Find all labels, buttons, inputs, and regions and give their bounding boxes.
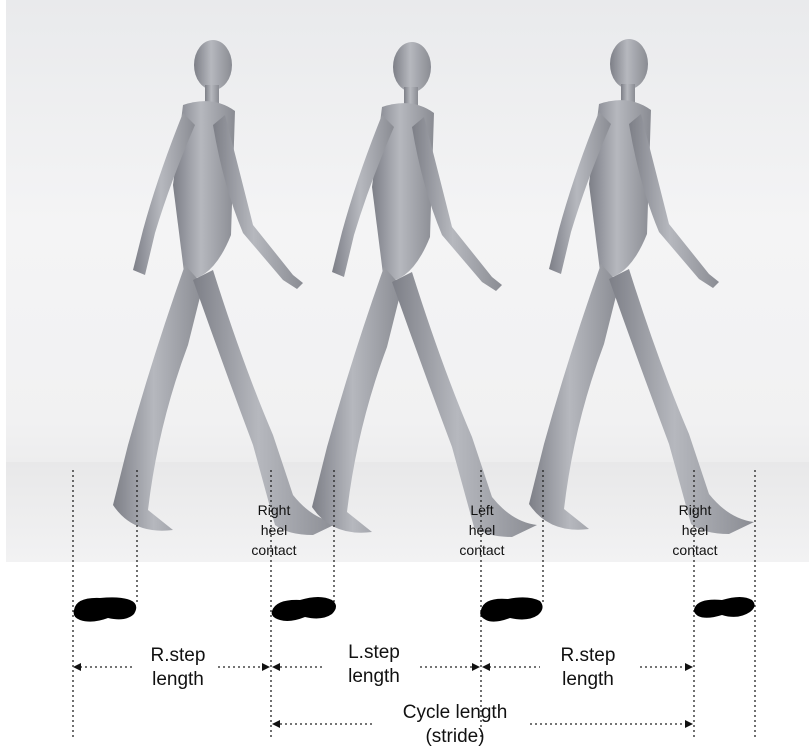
walker-figure-1 xyxy=(113,40,338,535)
footprint-3 xyxy=(480,597,542,621)
heel-contact-label-right-1: Right heel contact xyxy=(246,500,302,560)
footprint-4 xyxy=(694,597,755,618)
footprint-2 xyxy=(272,597,336,621)
heel-contact-label-left: Left heel contact xyxy=(452,500,512,560)
footprint-1 xyxy=(74,597,137,621)
footprints xyxy=(74,597,755,622)
l-step-length-label: L.step length xyxy=(332,641,416,689)
cycle-length-label: Cycle length (stride) xyxy=(380,701,530,749)
walker-figure-3 xyxy=(529,39,754,534)
heel-contact-label-right-2: Right heel contact xyxy=(665,500,725,560)
walker-figure-2 xyxy=(312,42,537,537)
r-step-length-label-1: R.step length xyxy=(138,644,218,692)
r-step-length-label-2: R.step length xyxy=(546,644,630,692)
vertical-guide-lines xyxy=(73,470,755,740)
